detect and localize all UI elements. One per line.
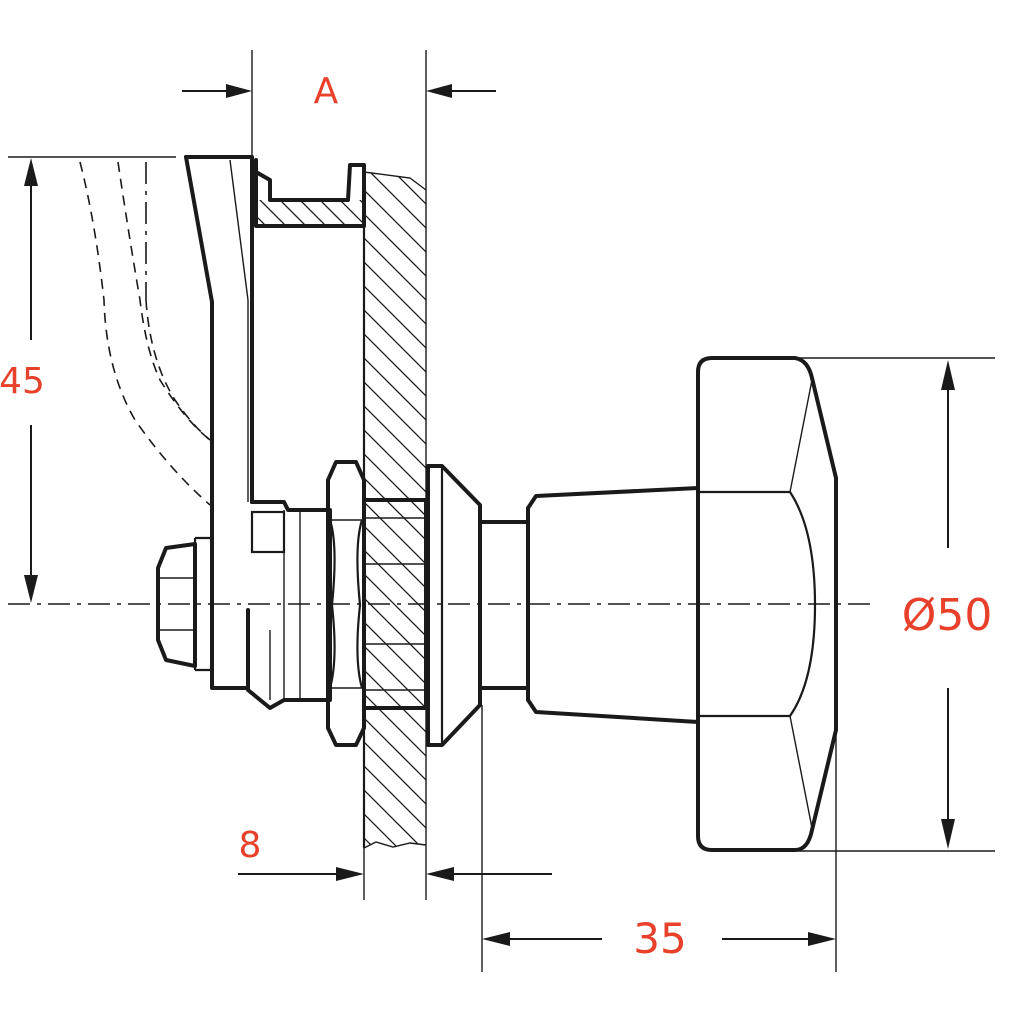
hatch-line — [364, 713, 426, 785]
hatch-line — [364, 569, 426, 641]
front-collar — [426, 464, 482, 747]
dimension-a-label: A — [314, 71, 339, 112]
hatch-line — [364, 593, 426, 665]
hatch-line — [250, 330, 370, 450]
hatch-line — [364, 617, 426, 689]
star-knob — [696, 356, 838, 852]
dimension-diameter-label: Ø50 — [902, 590, 993, 641]
hatch-line — [360, 858, 430, 928]
dimension-35: 35 — [481, 705, 837, 972]
hatch-line — [259, 200, 287, 226]
hatch-line — [364, 809, 426, 848]
hatch-line — [360, 882, 430, 952]
hatch-line — [364, 329, 426, 401]
spindle — [478, 520, 530, 690]
hatch-line — [250, 230, 370, 350]
hatch-line — [250, 350, 370, 470]
hatch-line — [250, 270, 370, 390]
hatch-line — [250, 290, 370, 410]
hatch-line — [364, 353, 426, 425]
rear-nut — [156, 536, 212, 672]
hatch-line — [299, 200, 327, 226]
panel-section — [360, 50, 430, 976]
dimension-diameter: Ø50 — [795, 357, 995, 852]
hatch-line — [250, 250, 370, 370]
hatch-line — [364, 641, 426, 713]
dimension-8-label: 8 — [239, 825, 262, 866]
hatch-line — [364, 737, 426, 809]
hatch-line — [339, 200, 364, 225]
hatch-line — [250, 310, 370, 430]
hatch-line — [364, 233, 426, 305]
dimension-35-label: 35 — [633, 914, 686, 963]
dimension-8: 8 — [238, 825, 552, 900]
hatch-line — [364, 185, 426, 257]
dimension-a: A — [182, 50, 496, 158]
hatch-line — [364, 449, 426, 521]
hatch-line — [364, 545, 426, 617]
hex-nut — [326, 460, 366, 747]
hatch-line — [250, 70, 370, 190]
hatch-line — [364, 665, 426, 737]
hatch-line — [360, 906, 430, 976]
hatch-line — [364, 473, 426, 545]
hatch-line — [364, 377, 426, 449]
lock-housing — [246, 500, 332, 710]
hatch-line — [364, 497, 426, 569]
dimension-45-label: 45 — [0, 361, 45, 402]
hatch-line — [364, 689, 426, 761]
dimension-45: 45 — [0, 158, 45, 603]
handle-neck — [526, 486, 700, 724]
hatch-line — [364, 401, 426, 473]
hatch-line — [364, 209, 426, 281]
hatch-line — [364, 281, 426, 353]
hatch-line — [364, 761, 426, 833]
hatch-line — [360, 90, 430, 160]
hatch-line — [364, 305, 426, 377]
hatch-line — [364, 521, 426, 593]
hatch-line — [364, 425, 426, 497]
cam-plate — [250, 70, 370, 470]
latch-swing-phantom — [8, 156, 211, 506]
hatch-line — [364, 257, 426, 329]
